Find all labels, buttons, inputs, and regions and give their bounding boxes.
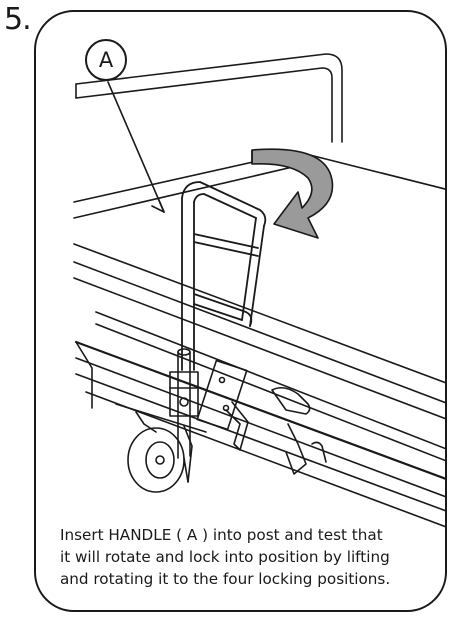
post-drawing	[169, 348, 199, 483]
callout-a-label: A	[85, 39, 127, 81]
callout-leader-line	[107, 81, 165, 213]
instruction-caption: Insert HANDLE ( A ) into post and test t…	[60, 524, 440, 590]
caption-line-2: it will rotate and lock into position by…	[60, 548, 390, 566]
step-number: 5.	[4, 2, 32, 37]
headboard-drawing	[75, 53, 343, 143]
caption-line-1: Insert HANDLE ( A ) into post and test t…	[60, 526, 383, 544]
mounting-bracket-drawing	[196, 359, 327, 475]
handle-drawing	[181, 181, 267, 371]
rotation-arrow	[251, 148, 334, 239]
bed-handle-illustration	[73, 53, 445, 528]
instruction-panel: A Insert HANDLE ( A ) into post and test…	[34, 10, 447, 612]
mattress-drawing	[73, 151, 445, 462]
caption-line-3: and rotating it to the four locking posi…	[60, 570, 391, 588]
bed-frame-drawing	[74, 340, 445, 528]
